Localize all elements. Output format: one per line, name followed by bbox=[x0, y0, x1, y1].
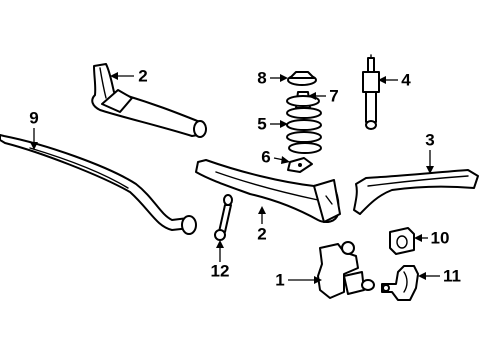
callout-6: 6 bbox=[261, 147, 270, 166]
stabilizer-bar bbox=[0, 134, 197, 235]
callout-8: 8 bbox=[257, 68, 266, 87]
lower-control-arm bbox=[195, 159, 341, 223]
callout-3: 3 bbox=[425, 130, 434, 149]
callout-11: 11 bbox=[443, 266, 461, 285]
callout-labels: 1 2 2 3 4 5 6 7 8 9 10 11 12 bbox=[29, 66, 461, 289]
stabilizer-link bbox=[214, 194, 233, 241]
upper-control-arm bbox=[91, 63, 207, 138]
callout-2-lower-arm: 2 bbox=[257, 224, 266, 243]
steering-knuckle bbox=[317, 241, 375, 299]
coil-spring bbox=[286, 95, 322, 154]
callout-9: 9 bbox=[29, 108, 38, 127]
callout-2-upper-arm: 2 bbox=[138, 66, 147, 85]
spring-insulator bbox=[287, 71, 317, 86]
callout-10: 10 bbox=[431, 228, 450, 247]
callout-5: 5 bbox=[257, 114, 266, 133]
callout-4: 4 bbox=[401, 70, 411, 89]
shock-absorber bbox=[362, 54, 380, 130]
callout-1: 1 bbox=[275, 270, 284, 289]
spring-retainer bbox=[287, 157, 313, 173]
leader-lines bbox=[30, 72, 440, 284]
stabilizer-bracket bbox=[381, 265, 419, 301]
callout-7: 7 bbox=[329, 86, 338, 105]
callout-12: 12 bbox=[211, 261, 230, 280]
radius-arm bbox=[353, 169, 479, 215]
stabilizer-bushing bbox=[389, 227, 415, 255]
